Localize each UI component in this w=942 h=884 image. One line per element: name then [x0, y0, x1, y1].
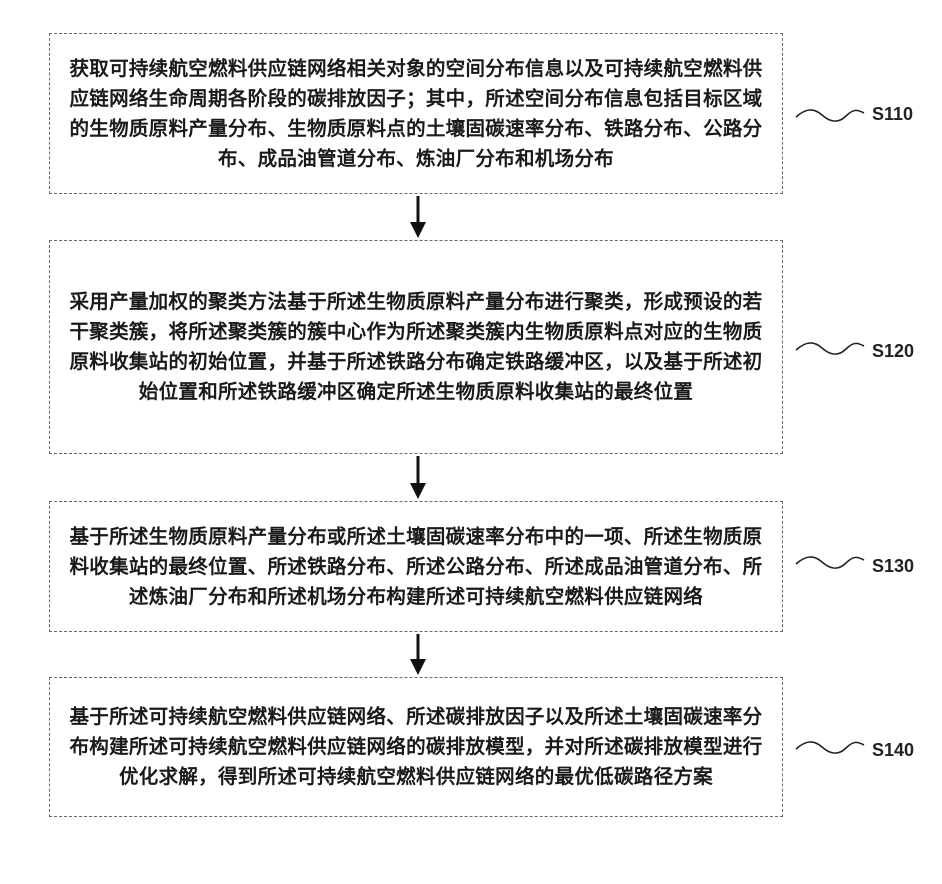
step-label-s140: S140 — [872, 740, 914, 761]
arrow-head-icon — [410, 222, 426, 238]
step-label-s110: S110 — [872, 104, 913, 125]
squiggle-connector-s110 — [796, 110, 864, 121]
squiggle-connector-s120 — [796, 343, 864, 354]
arrow-s130-to-s140 — [410, 634, 426, 675]
step-label-s120: S120 — [872, 341, 914, 362]
step-box-s140: 基于所述可持续航空燃料供应链网络、所述碳排放因子以及所述土壤固碳速率分布构建所述… — [49, 677, 783, 817]
step-text-s140: 基于所述可持续航空燃料供应链网络、所述碳排放因子以及所述土壤固碳速率分布构建所述… — [68, 702, 764, 792]
squiggle-connector-s140 — [796, 742, 864, 753]
step-box-s110: 获取可持续航空燃料供应链网络相关对象的空间分布信息以及可持续航空燃料供应链网络生… — [49, 33, 783, 194]
step-text-s130: 基于所述生物质原料产量分布或所述土壤固碳速率分布中的一项、所述生物质原料收集站的… — [68, 522, 764, 612]
step-text-s110: 获取可持续航空燃料供应链网络相关对象的空间分布信息以及可持续航空燃料供应链网络生… — [68, 54, 764, 174]
step-label-s130: S130 — [872, 556, 914, 577]
arrow-head-icon — [410, 659, 426, 675]
step-box-s120: 采用产量加权的聚类方法基于所述生物质原料产量分布进行聚类，形成预设的若干聚类簇，… — [49, 240, 783, 454]
step-text-s120: 采用产量加权的聚类方法基于所述生物质原料产量分布进行聚类，形成预设的若干聚类簇，… — [68, 287, 764, 407]
arrow-head-icon — [410, 483, 426, 499]
arrow-s120-to-s130 — [410, 456, 426, 499]
arrow-s110-to-s120 — [410, 196, 426, 238]
step-box-s130: 基于所述生物质原料产量分布或所述土壤固碳速率分布中的一项、所述生物质原料收集站的… — [49, 501, 783, 632]
squiggle-connector-s130 — [796, 557, 864, 568]
